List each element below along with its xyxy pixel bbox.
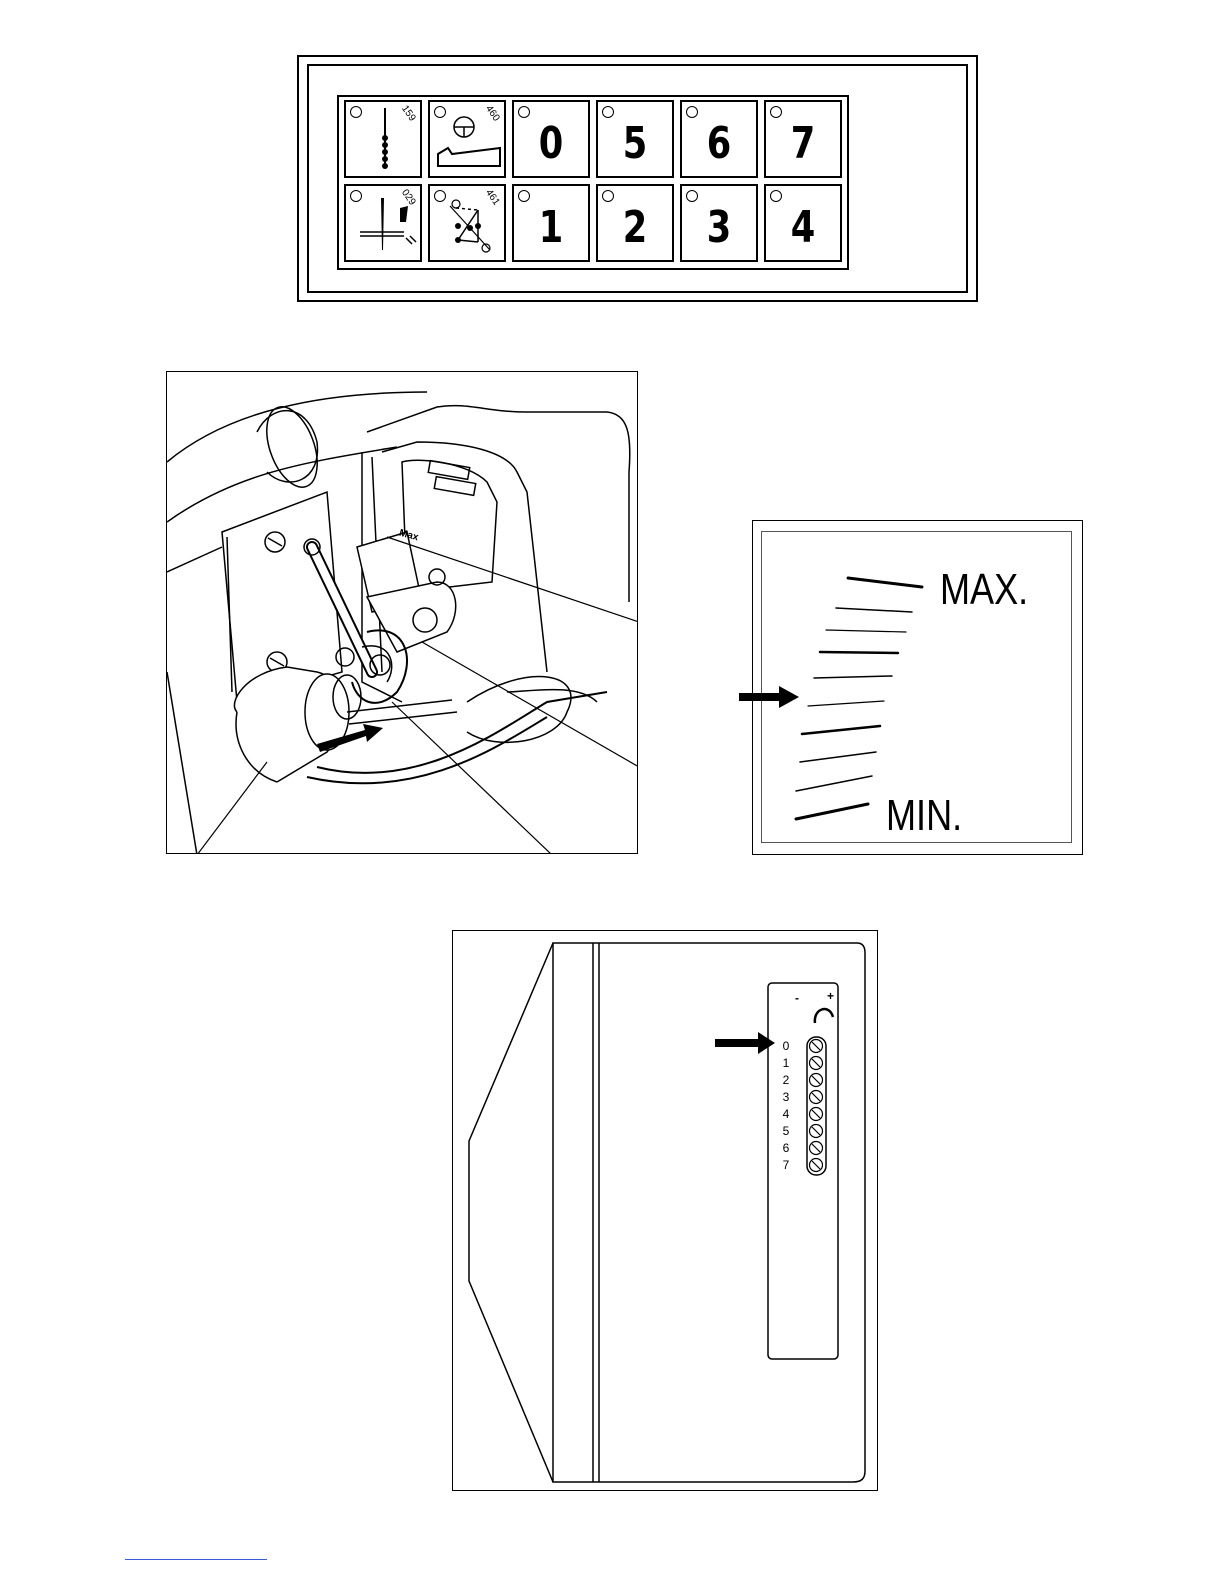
adjustment-scale-figure: MAX. MIN. [752,520,1083,855]
footer-link-underline [125,1559,267,1560]
plus-sign: + [827,989,834,1003]
key-digit-label: 3 [689,200,748,256]
keypad-panel: 159 460 0 5 [297,55,978,302]
key-digit-0[interactable]: 0 [512,100,590,178]
scale-min-label: MIN. [886,794,962,838]
minus-sign: - [795,991,799,1005]
position-number-4: 4 [779,1107,793,1121]
adjustment-screws [810,1040,823,1172]
control-cabinet-figure: - + 0 1 2 3 4 5 6 7 [452,930,878,1491]
position-number-1: 1 [779,1056,793,1070]
position-number-3: 3 [779,1090,793,1104]
key-digit-1[interactable]: 1 [512,184,590,262]
key-digit-label: 2 [605,200,664,256]
scale-max-label: MAX. [940,568,1028,612]
key-chain-stitch[interactable]: 159 [344,100,422,178]
cabinet-pointer-arrow-icon [715,1032,775,1054]
key-digit-3[interactable]: 3 [680,184,758,262]
key-digit-4[interactable]: 4 [764,184,842,262]
key-digit-label: 7 [773,116,832,172]
key-digit-7[interactable]: 7 [764,100,842,178]
key-stitch-pattern[interactable]: 461 [428,184,506,262]
key-digit-label: 6 [689,116,748,172]
position-number-0: 0 [779,1039,793,1053]
position-number-6: 6 [779,1141,793,1155]
key-digit-label: 4 [773,200,832,256]
position-number-7: 7 [779,1158,793,1172]
keypad-panel-inner-frame: 159 460 0 5 [307,64,968,293]
key-digit-label: 1 [521,200,580,256]
position-number-2: 2 [779,1073,793,1087]
key-cloth-clamp[interactable]: 460 [428,100,506,178]
key-digit-label: 0 [521,116,580,172]
key-needle-thread[interactable]: 029 [344,184,422,262]
mechanism-illustration: Max [166,371,638,854]
key-digit-6[interactable]: 6 [680,100,758,178]
key-digit-label: 5 [605,116,664,172]
mechanism-drawing [167,372,638,854]
key-digit-2[interactable]: 2 [596,184,674,262]
position-number-5: 5 [779,1124,793,1138]
cabinet-drawing [453,931,879,1492]
scale-pointer-arrow-icon [739,683,809,713]
key-grid: 159 460 0 5 [337,95,849,270]
key-digit-5[interactable]: 5 [596,100,674,178]
